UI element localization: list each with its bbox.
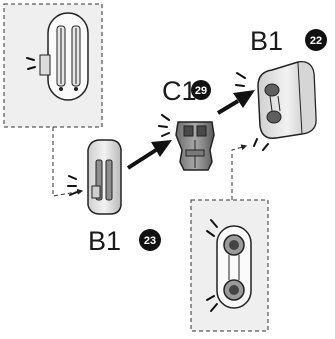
assembly-arrow-2 (216, 90, 255, 115)
emphasis-marks-leader (253, 138, 269, 151)
label-b1-22: B1 22 (250, 26, 327, 56)
label-c1-29-number: 29 (195, 85, 207, 97)
detail-inset-bottom-right (190, 199, 269, 332)
emphasis-marks-c1-29 (158, 114, 170, 137)
b1-23-closeup (39, 12, 89, 101)
emphasis-marks-inset (206, 219, 218, 312)
label-b1-22-letters: B1 (250, 26, 283, 56)
label-b1-23-letters: B1 (88, 226, 121, 256)
leader-line-top (52, 127, 84, 197)
label-b1-23-number: 23 (144, 235, 156, 247)
part-b1-23 (87, 139, 122, 215)
label-b1-22-number: 22 (310, 35, 322, 47)
label-c1-29: C1 29 (162, 76, 211, 106)
emphasis-marks-b1-23 (67, 175, 78, 196)
detail-inset-top-left (3, 3, 103, 128)
number-badge-b1-22 (305, 29, 327, 51)
b1-22-closeup (216, 225, 252, 309)
label-c1-29-letters: C1 (162, 76, 197, 106)
emphasis-marks (26, 57, 36, 70)
part-c1-29 (175, 121, 215, 171)
label-b1-23: B1 23 (88, 226, 161, 256)
part-b1-22 (257, 61, 317, 139)
number-badge-c1-29 (191, 80, 211, 100)
number-badge-b1-23 (139, 229, 161, 251)
assembly-arrow-1 (126, 140, 172, 170)
emphasis-marks-b1-22 (235, 72, 246, 97)
leader-line-bottom (231, 144, 248, 200)
